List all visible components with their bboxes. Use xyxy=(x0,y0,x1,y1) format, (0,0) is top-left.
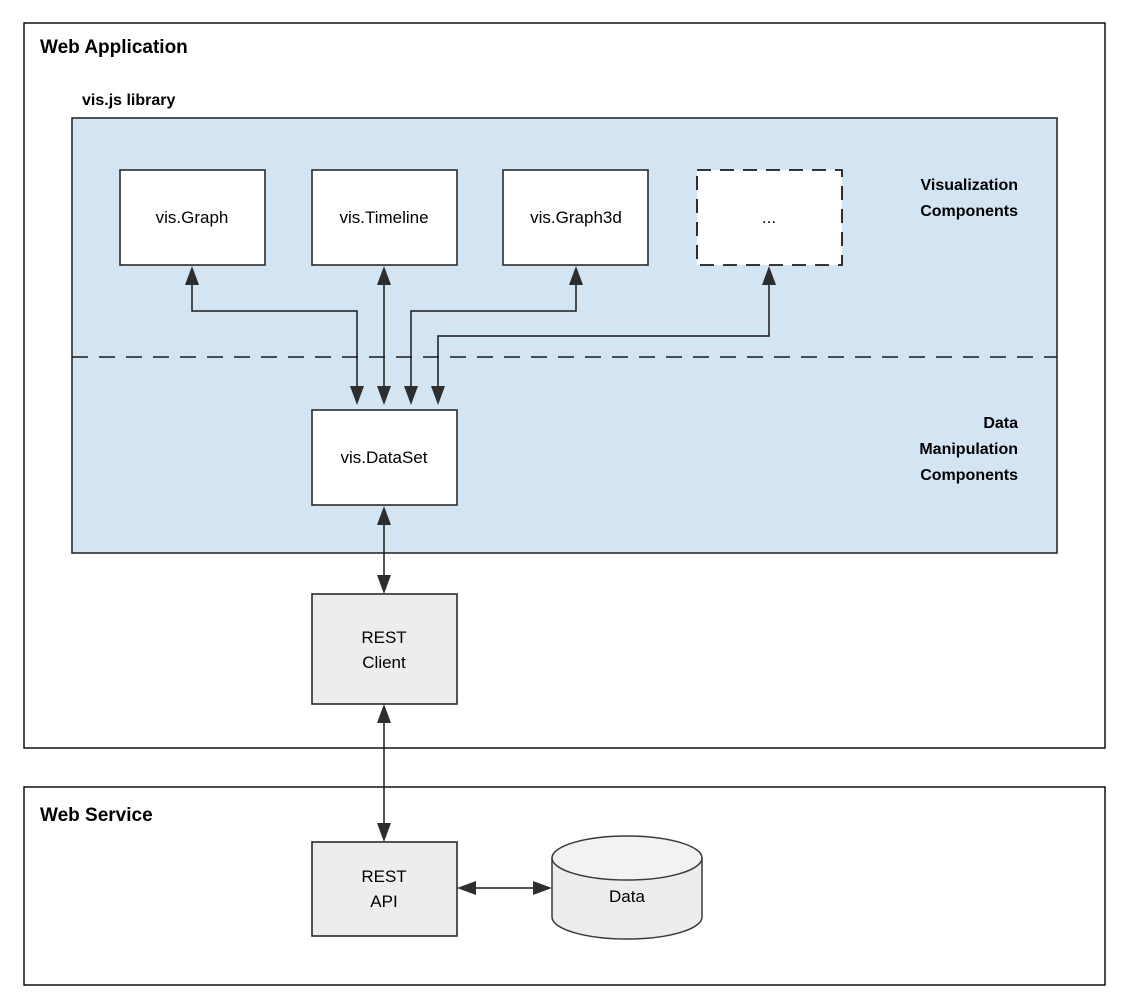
node-more-components[interactable] xyxy=(696,169,843,266)
arrowhead-to-rest-api-from-data xyxy=(457,881,476,895)
data-components-label-line-3: Components xyxy=(920,467,1018,484)
node-rest-client-label-line-2: Client xyxy=(362,653,406,672)
node-rest-api[interactable] xyxy=(311,841,458,937)
arrowhead-to-rest-client xyxy=(377,575,391,594)
arrowhead-to-dataset-4 xyxy=(431,386,445,405)
node-vis-timeline[interactable] xyxy=(311,169,458,266)
arrowhead-to-dataset-2 xyxy=(377,386,391,405)
web-application-title: Web Application xyxy=(40,37,188,58)
arrowhead-to-graph xyxy=(185,266,199,285)
node-rest-client[interactable] xyxy=(311,593,458,705)
node-vis-graph[interactable] xyxy=(119,169,266,266)
arrowhead-to-ellipsis xyxy=(762,266,776,285)
arrowhead-to-dataset-from-client xyxy=(377,506,391,525)
node-vis-dataset[interactable] xyxy=(311,409,458,506)
data-components-label-line-2: Manipulation xyxy=(919,441,1018,458)
node-rest-client-label-line-1: REST xyxy=(361,628,406,647)
arrowhead-to-dataset-1 xyxy=(350,386,364,405)
library-title: vis.js library xyxy=(82,92,175,109)
connector-graph-dataset xyxy=(191,282,358,389)
node-rest-api-label-line-1: REST xyxy=(361,867,406,886)
node-data-store-label: Data xyxy=(609,887,645,906)
arrowhead-to-timeline xyxy=(377,266,391,285)
arrowhead-to-rest-client-from-api xyxy=(377,704,391,723)
arrowhead-to-rest-api xyxy=(377,823,391,842)
arrowhead-to-data-store xyxy=(533,881,552,895)
node-more-components-label: ... xyxy=(762,208,776,227)
arrowhead-to-dataset-3 xyxy=(404,386,418,405)
node-rest-api-label-line-2: API xyxy=(370,892,397,911)
node-vis-graph-label: vis.Graph xyxy=(156,208,229,227)
node-vis-graph3d-label: vis.Graph3d xyxy=(530,208,622,227)
connector-graph3d-dataset xyxy=(410,282,577,389)
data-components-label-line-1: Data xyxy=(983,415,1018,432)
node-data-store[interactable]: Data xyxy=(551,835,703,940)
node-vis-graph3d[interactable] xyxy=(502,169,649,266)
node-vis-timeline-label: vis.Timeline xyxy=(339,208,428,227)
arrowhead-to-graph3d xyxy=(569,266,583,285)
node-vis-dataset-label: vis.DataSet xyxy=(341,448,428,467)
visualization-components-label-line-2: Components xyxy=(920,203,1018,220)
data-store-top xyxy=(551,835,703,881)
web-service-title: Web Service xyxy=(40,805,153,826)
data-store-body xyxy=(551,857,703,940)
visualization-components-label-line-1: Visualization xyxy=(920,177,1018,194)
connector-ellipsis-dataset xyxy=(437,282,770,389)
